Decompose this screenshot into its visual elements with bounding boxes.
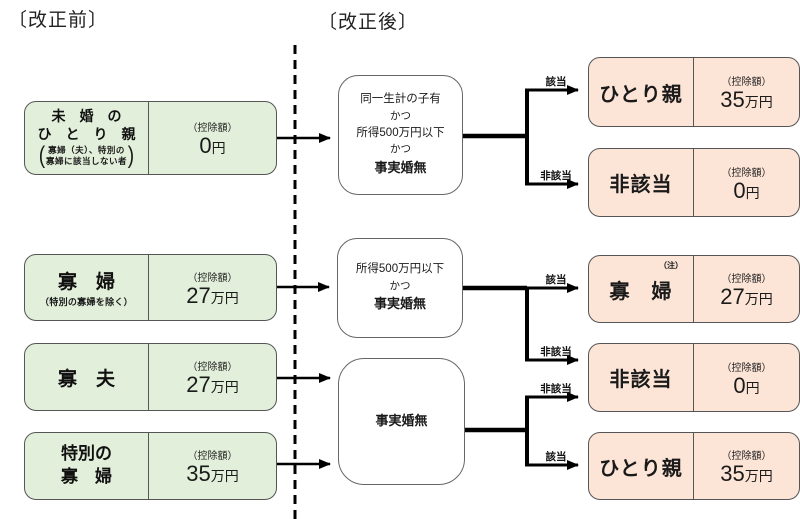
box-label: 寡 婦 xyxy=(61,467,112,486)
deduction-unit: 万円 xyxy=(210,289,239,306)
deduction-amount: 27 xyxy=(720,284,745,309)
box-label: ひとり親 xyxy=(599,457,683,480)
note-line: 寡婦（夫）、特別の xyxy=(48,145,125,156)
box-label: ひ と り 親 xyxy=(37,125,136,142)
after-box-single-parent: ひとり親 （控除額） 35万円 xyxy=(588,432,800,500)
deduction-caption: （控除額） xyxy=(187,362,238,373)
deduction-unit: 円 xyxy=(745,379,760,396)
after-box-not-applicable: 非該当 （控除額） 0円 xyxy=(588,148,800,217)
condition-line: 同一生計の子有 xyxy=(360,93,441,106)
box-label: 非該当 xyxy=(609,369,673,391)
deduction-unit: 円 xyxy=(211,140,226,156)
condition-box-marriage: 事実婚無 xyxy=(338,358,465,485)
condition-line: 所得500万円以下 xyxy=(355,262,445,275)
deduction-amount: 0 xyxy=(199,133,212,158)
condition-line: 事実婚無 xyxy=(373,296,426,312)
box-label: 寡 婦 xyxy=(609,280,673,303)
deduction-unit: 円 xyxy=(745,184,760,201)
condition-line: 事実婚無 xyxy=(374,160,427,176)
before-box-widower: 寡 夫 （控除額） 27万円 xyxy=(24,343,277,411)
deduction-caption: （控除額） xyxy=(721,451,772,462)
deduction-unit: 万円 xyxy=(744,468,773,484)
box-label: 寡 夫 xyxy=(57,368,115,390)
deduction-amount: 27 xyxy=(186,282,211,308)
before-box-unmarried-single-parent: 未 婚 の ひ と り 親 ( 寡婦（夫）、特別の 寡婦に該当しない者 ) （控… xyxy=(24,101,277,175)
deduction-unit: 万円 xyxy=(744,291,773,307)
deduction-amount: 27 xyxy=(186,372,211,397)
deduction-caption: （控除額） xyxy=(721,274,772,285)
deduction-amount: 0 xyxy=(733,372,746,398)
deduction-unit: 万円 xyxy=(744,94,773,110)
condition-line: かつ xyxy=(390,143,411,156)
branch-label-applicable: 該当 xyxy=(545,451,567,463)
deduction-amount: 0 xyxy=(733,177,746,203)
condition-line: かつ xyxy=(390,109,411,122)
title-before-revision: 〔改正前〕 xyxy=(8,10,109,31)
deduction-caption: （控除額） xyxy=(721,77,772,88)
before-box-special-widow: 特別の 寡 婦 （控除額） 35万円 xyxy=(24,432,277,500)
branch-label-not-applicable: 非該当 xyxy=(540,346,572,358)
open-paren: ( xyxy=(38,142,46,169)
branch-label-applicable: 該当 xyxy=(545,76,567,88)
condition-line: かつ xyxy=(389,279,411,292)
deduction-amount: 35 xyxy=(720,87,745,112)
box-note: ( 寡婦（夫）、特別の 寡婦に該当しない者 ) xyxy=(38,144,135,168)
box-label: 未 婚 の xyxy=(51,108,122,124)
deduction-amount: 35 xyxy=(720,461,745,486)
box-label: 特別の xyxy=(61,444,112,464)
deduction-unit: 万円 xyxy=(210,468,239,484)
deduction-amount: 35 xyxy=(186,461,211,486)
box-label: ひとり親 xyxy=(599,83,683,106)
deduction-unit: 万円 xyxy=(210,379,239,395)
condition-line: 所得500万円以下 xyxy=(356,126,445,139)
after-box-widow: （注） 寡 婦 （控除額） 27万円 xyxy=(588,255,800,323)
note-line: 寡婦に該当しない者 xyxy=(45,156,127,166)
branch-label-not-applicable: 非該当 xyxy=(540,383,572,395)
deduction-caption: （控除額） xyxy=(187,451,238,462)
box-label: 非該当 xyxy=(609,174,673,196)
condition-box-child-income-marriage: 同一生計の子有 かつ 所得500万円以下 かつ 事実婚無 xyxy=(338,75,463,195)
after-box-single-parent: ひとり親 （控除額） 35万円 xyxy=(588,57,800,127)
deduction-caption: （控除額） xyxy=(721,167,772,179)
deduction-caption: （控除額） xyxy=(187,272,238,284)
condition-line: 事実婚無 xyxy=(375,413,428,429)
title-after-revision: 〔改正後〕 xyxy=(318,12,419,33)
close-paren: ) xyxy=(127,142,135,169)
deduction-caption: （控除額） xyxy=(187,123,238,134)
before-to-condition-arrows xyxy=(277,133,331,469)
after-box-not-applicable: 非該当 （控除額） 0円 xyxy=(588,343,800,412)
before-box-widow: 寡 婦 （特別の寡婦を除く） （控除額） 27万円 xyxy=(24,254,277,321)
box-note: （特別の寡婦を除く） xyxy=(39,297,133,307)
branch-label-not-applicable: 非該当 xyxy=(540,170,572,182)
condition-box-income-marriage: 所得500万円以下 かつ 事実婚無 xyxy=(337,238,463,338)
branch-label-applicable: 該当 xyxy=(545,274,567,286)
box-label: 寡 婦 xyxy=(57,272,115,293)
deduction-caption: （控除額） xyxy=(721,362,772,374)
footnote-marker: （注） xyxy=(659,261,683,270)
